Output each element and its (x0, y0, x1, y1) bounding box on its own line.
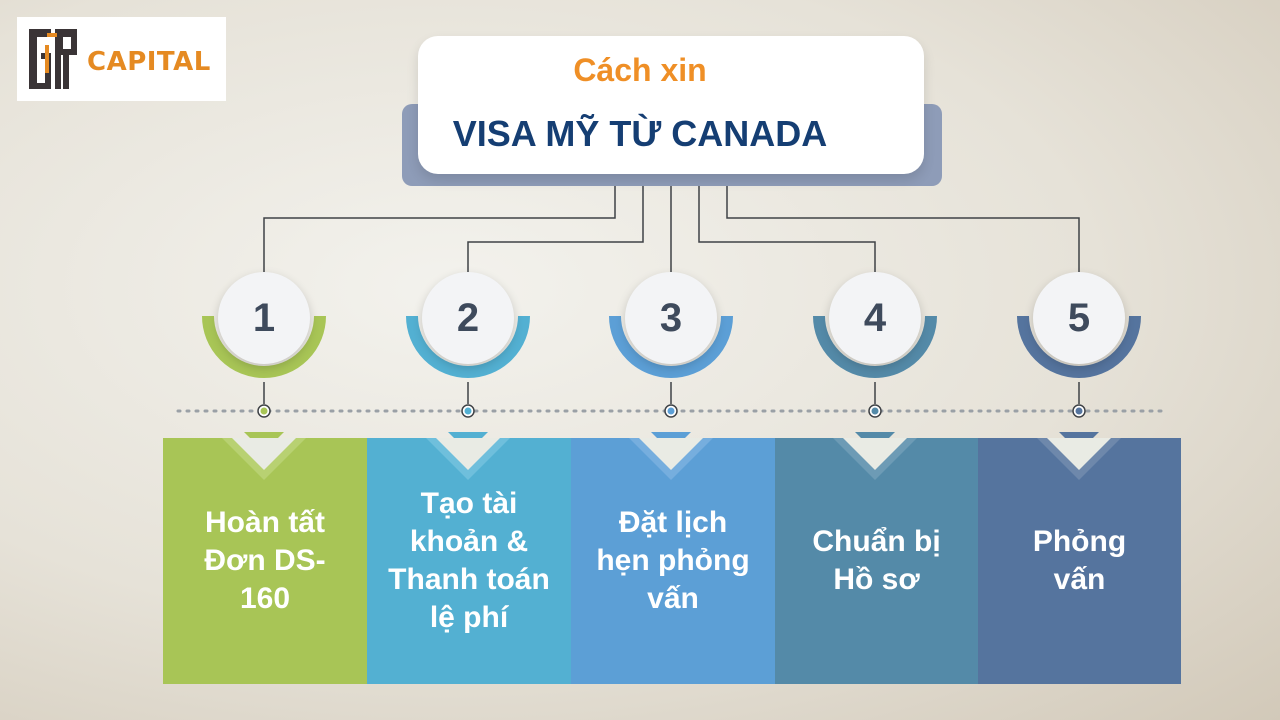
title-subheading: Cách xin (573, 52, 707, 88)
circle-arcs (202, 315, 1141, 378)
brand-name: CAPITAL (87, 47, 211, 77)
tree-connectors (263, 184, 1080, 290)
step-5-number: 5 (1033, 272, 1125, 364)
step-4-label: Chuẩn bị Hồ sơ (812, 525, 941, 596)
step-1-box: Hoàn tất Đơn DS- 160 (163, 438, 367, 684)
title-box (418, 36, 924, 174)
brand-logo: CAPITAL (17, 17, 226, 101)
step-5-box: Phỏng vấn (978, 438, 1181, 684)
step-5-label: Phỏng vấn (1032, 525, 1127, 596)
step-4-box: Chuẩn bị Hồ sơ (775, 438, 978, 684)
gr-logo-mark-icon (29, 29, 77, 89)
step-1-label: Hoàn tất Đơn DS- 160 (204, 506, 326, 615)
step-1-number: 1 (218, 272, 310, 364)
step-2-number: 2 (422, 272, 514, 364)
step-3-label: Đặt lịch hẹn phỏng vấn (596, 506, 750, 615)
title-text-wrap: Cách xin VISA MỸ TỪ CANADA (0, 0, 1280, 200)
step-3-number: 3 (625, 272, 717, 364)
step-3-box: Đặt lịch hẹn phỏng vấn (571, 438, 775, 684)
timeline-dots (257, 404, 1086, 418)
box-notches (222, 438, 1121, 480)
stem-lines (263, 382, 1080, 404)
title-heading: VISA MỸ TỪ CANADA (452, 113, 828, 154)
step-2-label: Tạo tài khoản & Thanh toán lệ phí (388, 487, 550, 634)
step-4-number: 4 (829, 272, 921, 364)
